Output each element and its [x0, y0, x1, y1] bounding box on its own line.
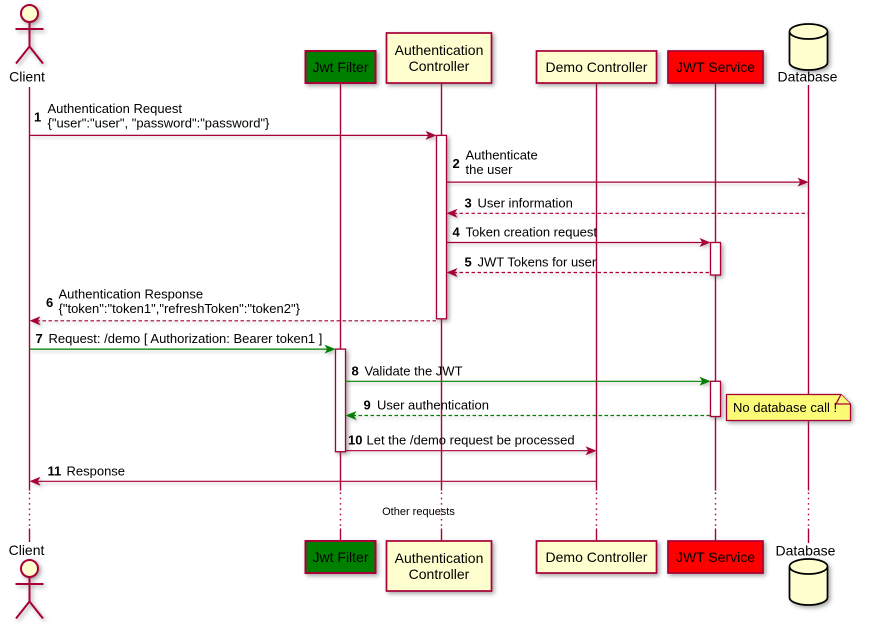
- authentication-controller-top-label-line2: Controller: [409, 58, 470, 74]
- message-3-number: 3: [465, 195, 472, 210]
- message-2-arrowhead: [797, 177, 809, 187]
- message-4-label: Token creation request: [466, 225, 598, 240]
- message-7: [29, 344, 336, 354]
- message-10-label: Let the /demo request be processed: [367, 433, 575, 448]
- message-1-label-line2: {"user":"user", "password":"password"}: [48, 115, 271, 130]
- message-1-label-line1: Authentication Request: [48, 101, 183, 116]
- jwt-filter-top: Jwt Filter: [304, 50, 377, 84]
- note-fold: [834, 394, 851, 405]
- client-actor-bottom: [15, 559, 44, 620]
- message-8-number: 8: [352, 363, 359, 378]
- message-6: [29, 316, 437, 326]
- jwt-service-top: JWT Service: [667, 50, 764, 84]
- note-text: No database call !: [733, 400, 837, 415]
- jwt-filter-top-box: [304, 50, 377, 84]
- client-actor-top-head: [20, 4, 39, 23]
- jwt-service-activation-1: [709, 241, 722, 276]
- message-6-arrowhead: [29, 316, 41, 326]
- message-2-label-line1: Authenticate: [466, 148, 538, 163]
- message-7-arrowhead: [324, 344, 336, 354]
- client-actor-top: [15, 4, 44, 65]
- message-5-number: 5: [465, 255, 472, 270]
- message-9-arrowhead: [345, 411, 357, 420]
- client-label-top: Client: [9, 69, 45, 85]
- message-4-number: 4: [453, 225, 461, 240]
- database-icon-bottom-body: [788, 566, 829, 606]
- jwt-service-bottom: JWT Service: [667, 540, 764, 574]
- jwt-filter-activation: [334, 348, 347, 453]
- message-2: [446, 177, 809, 187]
- message-8-label: Validate the JWT: [365, 363, 463, 378]
- auth-activation: [435, 134, 448, 320]
- authentication-controller-top: Authentication Controller: [385, 32, 493, 84]
- client-actor-bottom-head: [20, 559, 39, 578]
- message-9-number: 9: [364, 398, 371, 413]
- demo-controller-top-label: Demo Controller: [546, 59, 648, 75]
- authentication-controller-bottom: Authentication Controller: [385, 540, 493, 592]
- message-5: [446, 268, 711, 277]
- jwt-filter-bottom: Jwt Filter: [304, 540, 377, 574]
- database-icon-top: [788, 23, 829, 71]
- message-5-label: JWT Tokens for user: [478, 255, 597, 270]
- message-2-label-line2: the user: [466, 162, 514, 177]
- message-11-number: 11: [48, 463, 62, 478]
- demo-controller-bottom-label: Demo Controller: [546, 549, 648, 565]
- message-7-label: Request: /demo [ Authorization: Bearer t…: [49, 331, 323, 346]
- jwt-service-bottom-box: [667, 540, 764, 574]
- message-3: [446, 208, 809, 218]
- jwt-service-activation-2: [709, 380, 722, 418]
- message-4-arrowhead: [699, 238, 711, 247]
- message-7-number: 7: [36, 331, 43, 346]
- authentication-controller-top-box: [385, 32, 493, 84]
- message-9-label: User authentication: [377, 398, 489, 413]
- message-8-arrowhead: [699, 376, 711, 386]
- message-11-arrowhead: [29, 476, 41, 486]
- message-5-arrowhead: [446, 268, 458, 277]
- authentication-controller-bottom-label-line2: Controller: [409, 566, 470, 582]
- client-actor-bottom-body: [15, 577, 44, 620]
- database-label-bottom: Database: [776, 543, 836, 559]
- message-11: [29, 476, 597, 486]
- message-3-label: User information: [478, 195, 573, 210]
- authentication-controller-bottom-box: [385, 540, 493, 592]
- message-10-arrowhead: [585, 446, 597, 456]
- database-icon-bottom-top: [788, 558, 829, 575]
- jwt-service-bottom-label: JWT Service: [676, 549, 755, 565]
- message-6-label-line2: {"token":"token1","refreshToken":"token2…: [59, 301, 301, 316]
- note-no-database-call: No database call !: [725, 393, 852, 422]
- jwt-filter-bottom-label: Jwt Filter: [313, 549, 369, 565]
- note-body: [725, 393, 852, 422]
- demo-controller-bottom-box: [535, 540, 658, 574]
- jwt-service-top-label: JWT Service: [676, 59, 755, 75]
- authentication-controller-top-label-line1: Authentication: [395, 42, 484, 58]
- database-icon-bottom: [788, 558, 829, 606]
- jwt-filter-bottom-box: [304, 540, 377, 574]
- message-1-number: 1: [34, 109, 41, 124]
- message-8: [345, 376, 711, 386]
- message-10-number: 10: [348, 433, 362, 448]
- message-10: [345, 446, 597, 456]
- client-actor-top-body: [15, 22, 44, 65]
- message-11-label: Response: [67, 463, 126, 478]
- message-6-label-line1: Authentication Response: [59, 286, 204, 301]
- demo-controller-top-box: [535, 50, 658, 84]
- message-4: [446, 238, 711, 247]
- jwt-service-top-box: [667, 50, 764, 84]
- message-1-arrowhead: [425, 130, 437, 140]
- client-label-bottom: Client: [9, 542, 45, 558]
- message-3-arrowhead: [446, 208, 458, 218]
- database-label-top: Database: [778, 69, 838, 85]
- demo-controller-bottom: Demo Controller: [535, 540, 658, 574]
- message-6-number: 6: [46, 295, 53, 310]
- delay-text: Other requests: [382, 506, 455, 518]
- authentication-controller-bottom-label-line1: Authentication: [395, 550, 484, 566]
- message-2-number: 2: [453, 156, 460, 171]
- message-1: [29, 130, 437, 140]
- message-9: [345, 411, 711, 420]
- demo-controller-top: Demo Controller: [535, 50, 658, 84]
- database-icon-top-body: [788, 31, 829, 71]
- jwt-filter-top-label: Jwt Filter: [313, 59, 369, 75]
- database-icon-top-top: [788, 23, 829, 40]
